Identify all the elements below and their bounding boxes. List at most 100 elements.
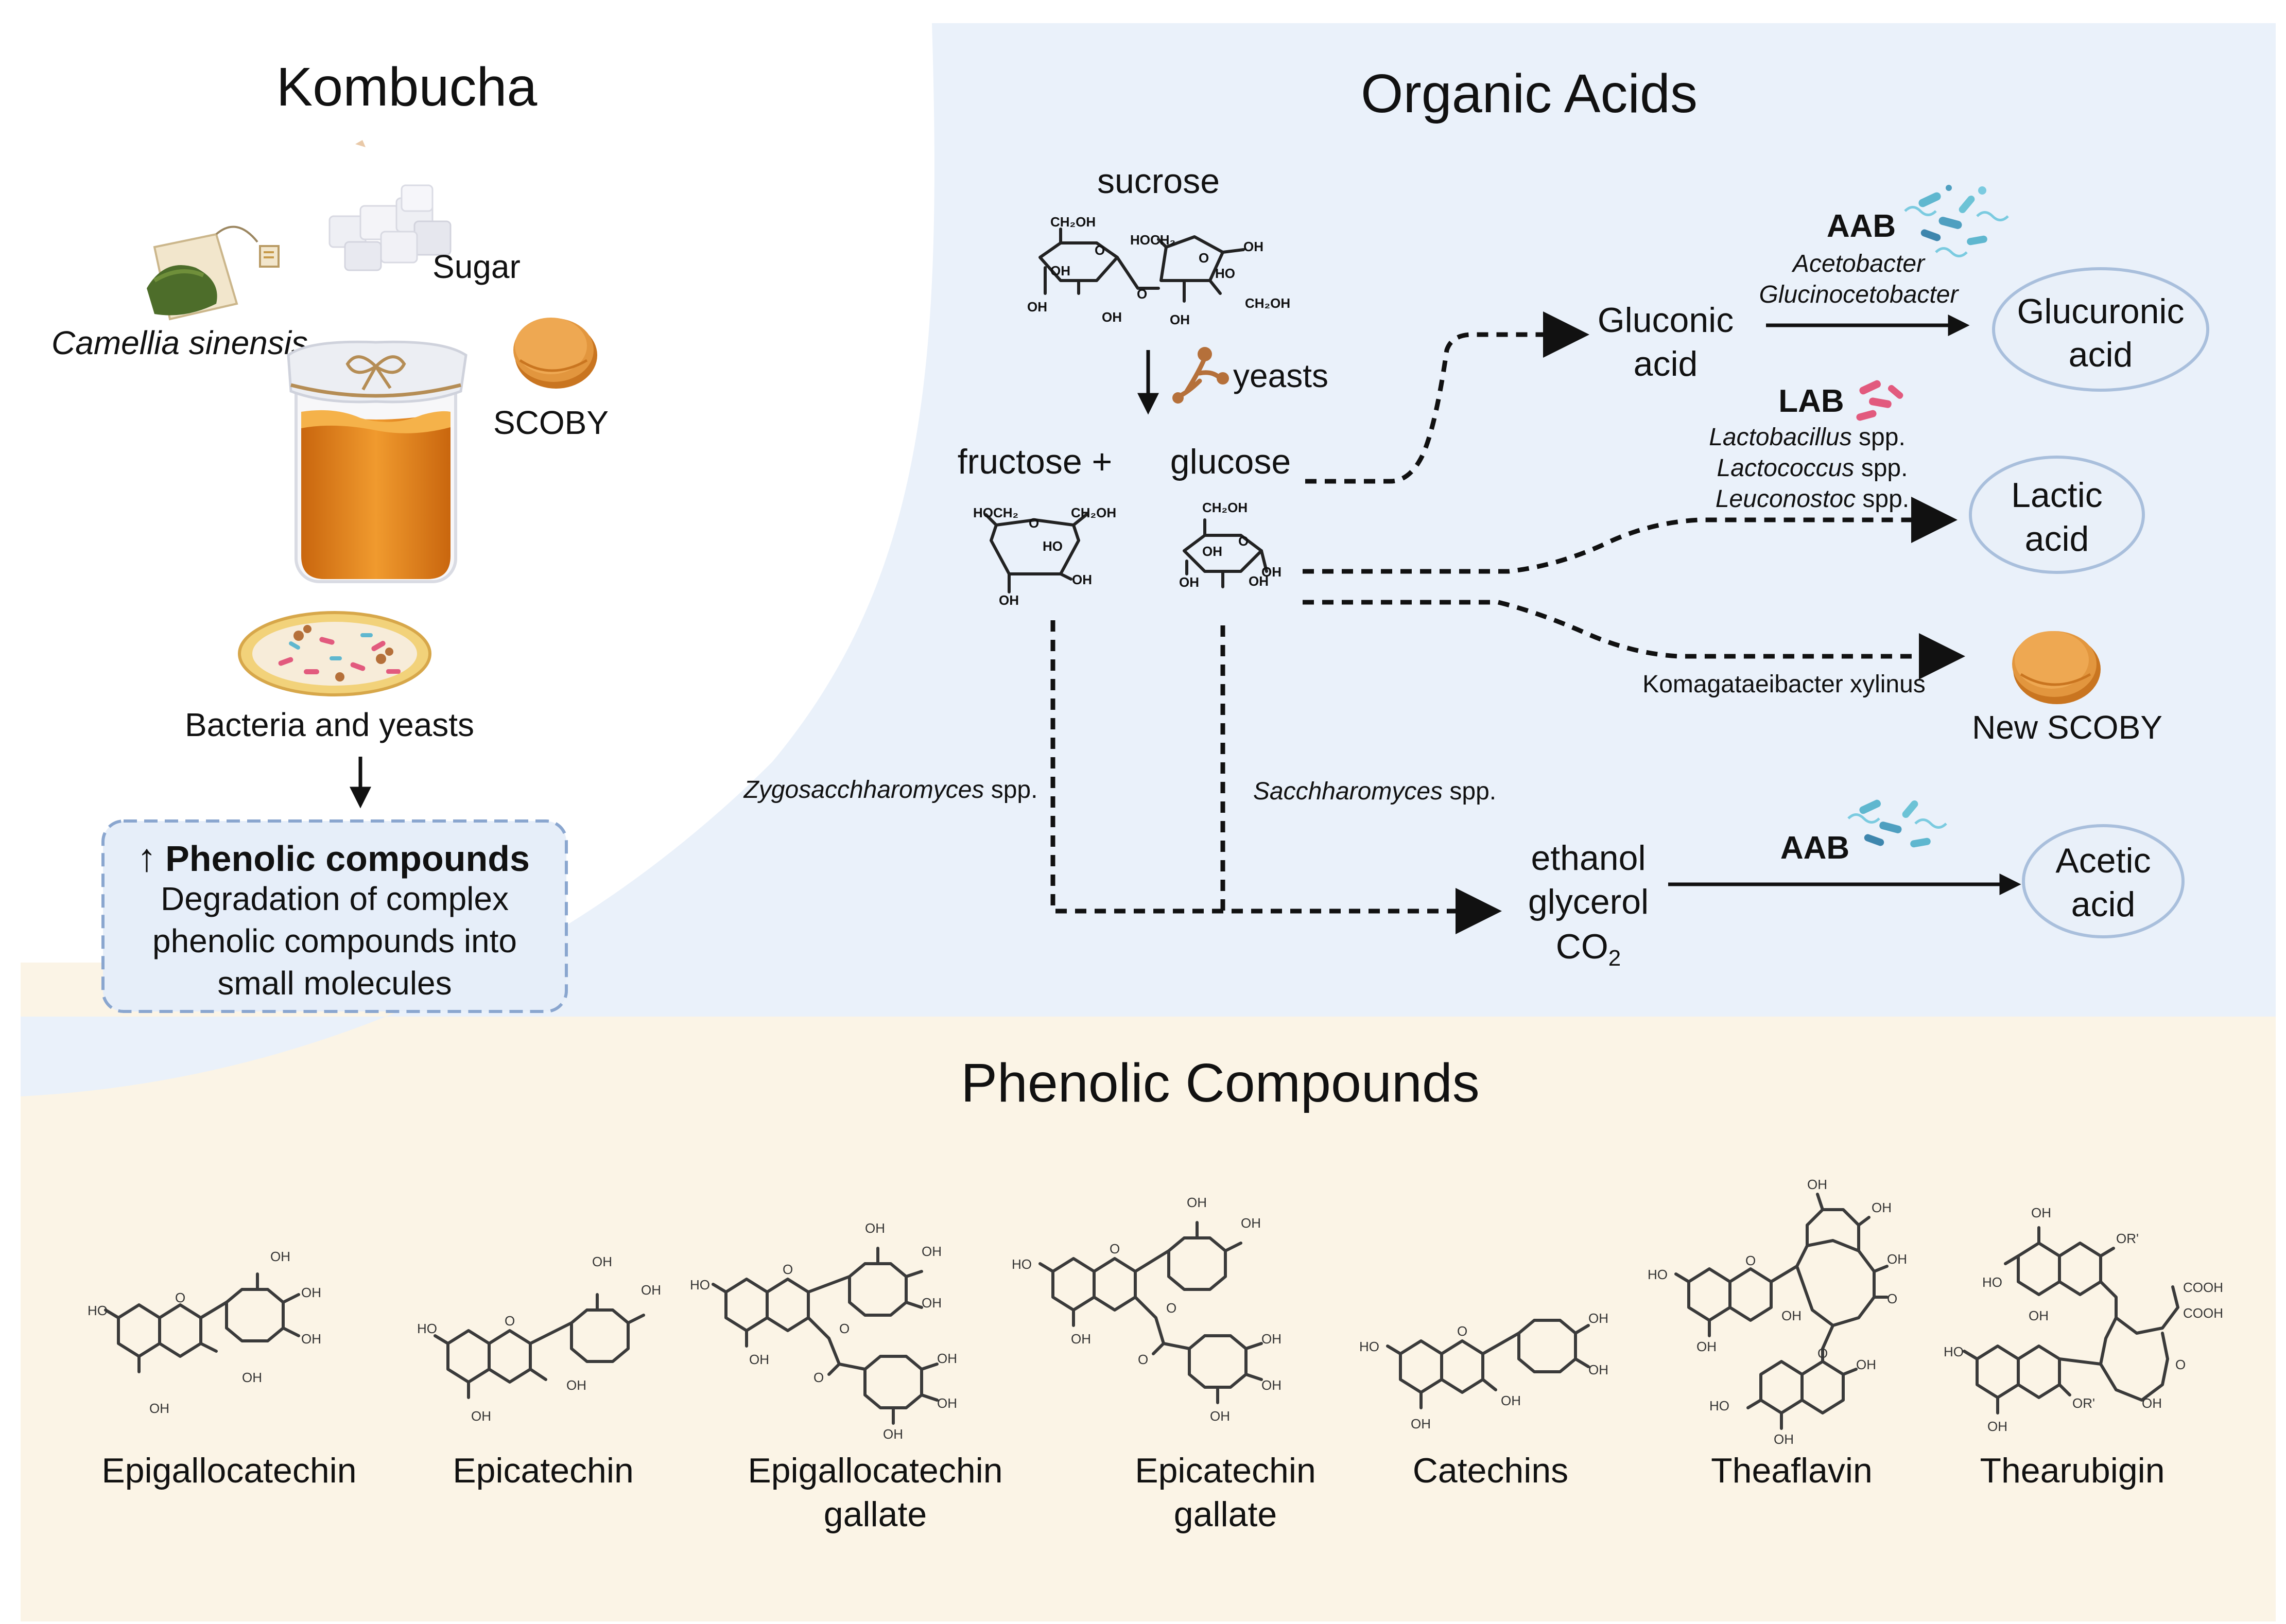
label-glycerol: glycerol <box>1528 882 1649 921</box>
ecg-atom-o3: O <box>1138 1352 1148 1367</box>
ecg-atom-oh4: OH <box>1261 1331 1281 1347</box>
ecg-atom-oh3: OH <box>1241 1215 1261 1231</box>
sucrose-atom-hoch2: HOCH₂ <box>1130 232 1175 248</box>
label-glucinocetobacter: Glucinocetobacter <box>1759 281 1960 308</box>
kombucha-jar-illustration <box>287 340 467 583</box>
label-scoby: SCOBY <box>493 404 609 441</box>
acetic-acid-node: Acetic acid <box>2022 824 2185 938</box>
theaflavin-atom-oh6: OH <box>1856 1357 1876 1372</box>
sucrose-atom-oh2: OH <box>1027 299 1047 315</box>
dashed-arrow-glucose-to-gluconic <box>1305 311 1589 484</box>
glucose-atom-oh4: OH <box>1261 564 1281 580</box>
fructose-atom-o: O <box>1029 515 1039 531</box>
epicatechin-atom-ho: HO <box>417 1321 437 1336</box>
thearubigin-atom-oh2: OH <box>2029 1308 2049 1323</box>
phenolic-box-line-3: small molecules <box>217 965 452 1002</box>
label-ethanol: ethanol <box>1531 839 1646 878</box>
thearubigin-atom-o: O <box>2175 1357 2186 1372</box>
aab-bacteria-icon-1 <box>1904 185 2009 257</box>
egcg-atom-ho: HO <box>690 1277 710 1293</box>
phenolic-box-line-2: phenolic compounds into <box>152 922 517 959</box>
glucose-atom-oh2: OH <box>1179 574 1199 590</box>
egcg-atom-o2: O <box>839 1321 850 1336</box>
label-sucrose: sucrose <box>1097 162 1220 201</box>
sucrose-atom-oh3: OH <box>1102 309 1122 325</box>
phenolic-section-background <box>21 963 2276 1621</box>
epigallocatechin-atom-ho: HO <box>88 1303 108 1318</box>
sucrose-atom-oh4: OH <box>1243 239 1263 254</box>
tea-bag-illustration <box>147 225 280 321</box>
fructose-atom-hoch2: HOCH₂ <box>973 505 1018 520</box>
bacteria-yeasts-illustration <box>238 611 431 696</box>
thearubigin-atom-ho2: HO <box>1944 1344 1964 1359</box>
glucose-atom-oh3: OH <box>1249 573 1269 589</box>
sucrose-atom-oh1: OH <box>1050 263 1070 278</box>
theaflavin-atom-oh1: OH <box>1696 1339 1717 1354</box>
label-lactic-acid-1: Lactic <box>2011 476 2103 515</box>
structure-thearubigin: OH OR' HO OH COOH COOH O HO OR' OH OH <box>1944 1205 2223 1434</box>
phenolic-box-title: Phenolic compounds <box>165 839 530 879</box>
section-title-phenolic-compounds: Phenolic Compounds <box>961 1053 1480 1113</box>
egcg-atom-oh1: OH <box>749 1352 769 1367</box>
catechins-atom-oh4: OH <box>1588 1362 1608 1377</box>
new-scoby-illustration <box>2012 631 2101 704</box>
label-aab-1: AAB <box>1827 208 1896 244</box>
structure-epicatechin: HO O OH OH OH OH <box>417 1254 661 1424</box>
thearubigin-atom-oh1: OH <box>2031 1205 2051 1220</box>
label-aab-2: AAB <box>1780 830 1849 866</box>
epigallocatechin-atom-oh4: OH <box>301 1285 321 1300</box>
glucose-structure: CH₂OH O OH OH OH OH <box>1179 500 1281 590</box>
theaflavin-atom-oh3: OH <box>1807 1177 1827 1192</box>
label-co2: CO2 <box>1556 927 1621 971</box>
label-lab: LAB <box>1778 383 1844 419</box>
egcg-atom-oh7: OH <box>883 1426 903 1442</box>
yeast-icon <box>1172 347 1229 404</box>
theaflavin-atom-ho1: HO <box>1648 1267 1668 1282</box>
sucrose-atom-ho: HO <box>1215 266 1235 281</box>
theaflavin-atom-oh4: OH <box>1872 1200 1892 1215</box>
theaflavin-atom-oh5: OH <box>1887 1251 1907 1267</box>
fructose-atom-oh2: OH <box>1072 572 1092 587</box>
theaflavin-atom-oh2: OH <box>1781 1308 1802 1323</box>
fructose-structure: HOCH₂ CH₂OH O HO OH OH <box>973 505 1116 608</box>
compound-name-epicatechin-gallate-1: Epicatechin <box>1135 1451 1316 1490</box>
epigallocatechin-atom-oh1: OH <box>149 1401 169 1416</box>
epigallocatechin-atom-o: O <box>175 1290 185 1305</box>
label-lactic-acid-2: acid <box>2025 519 2089 558</box>
thearubigin-atom-cooh2: COOH <box>2183 1305 2223 1321</box>
epigallocatechin-atom-oh2: OH <box>242 1370 262 1385</box>
scoby-illustration <box>513 318 597 389</box>
label-leuconostoc: Leuconostoc spp. <box>1716 485 1909 513</box>
thearubigin-atom-or1: OR' <box>2116 1231 2139 1246</box>
lab-bacteria-icon <box>1856 380 1903 421</box>
theaflavin-atom-ho2: HO <box>1709 1398 1729 1413</box>
label-glucuronic-acid-1: Glucuronic <box>2017 292 2184 331</box>
catechins-atom-ho: HO <box>1359 1339 1379 1354</box>
epicatechin-atom-oh1: OH <box>471 1408 491 1424</box>
structure-theaflavin: HO O OH OH OH OH OH O O OH HO OH <box>1648 1177 1907 1447</box>
egcg-atom-o3: O <box>813 1370 824 1385</box>
structure-epigallocatechin-gallate: HO O OH O O OH OH OH OH OH OH <box>690 1220 957 1442</box>
sucrose-atom-oh5: OH <box>1170 312 1190 327</box>
label-glucose: glucose <box>1170 442 1291 481</box>
label-fructose: fructose + <box>958 442 1113 481</box>
structure-epicatechin-gallate: HO O OH O O OH OH OH OH OH <box>1012 1195 1281 1424</box>
theaflavin-atom-o2: O <box>1887 1291 1897 1306</box>
sucrose-atom-o2: O <box>1137 286 1147 302</box>
egcg-atom-oh2: OH <box>865 1220 885 1236</box>
sugar-cubes-illustration <box>328 140 452 271</box>
fructose-atom-oh1: OH <box>999 592 1019 608</box>
label-zygosaccharomyces: Zygosacchharomyces spp. <box>743 776 1038 804</box>
dashed-arrow-glucose-to-lactic <box>1303 497 1958 574</box>
label-komagataeibacter-xylinus: Komagataeibacter xylinus <box>1642 671 1926 698</box>
phenolic-summary-box <box>101 819 568 1013</box>
label-lactococcus: Lactococcus spp. <box>1717 455 1908 482</box>
epicatechin-atom-o: O <box>505 1313 515 1329</box>
structure-catechins: HO O OH OH OH OH <box>1359 1311 1608 1431</box>
egcg-atom-oh6: OH <box>937 1395 957 1411</box>
epigallocatechin-atom-oh3: OH <box>270 1249 290 1264</box>
label-saccharomyces: Sacchharomyces spp. <box>1253 778 1496 805</box>
compound-name-catechins: Catechins <box>1413 1451 1568 1490</box>
catechins-atom-oh2: OH <box>1501 1393 1521 1408</box>
